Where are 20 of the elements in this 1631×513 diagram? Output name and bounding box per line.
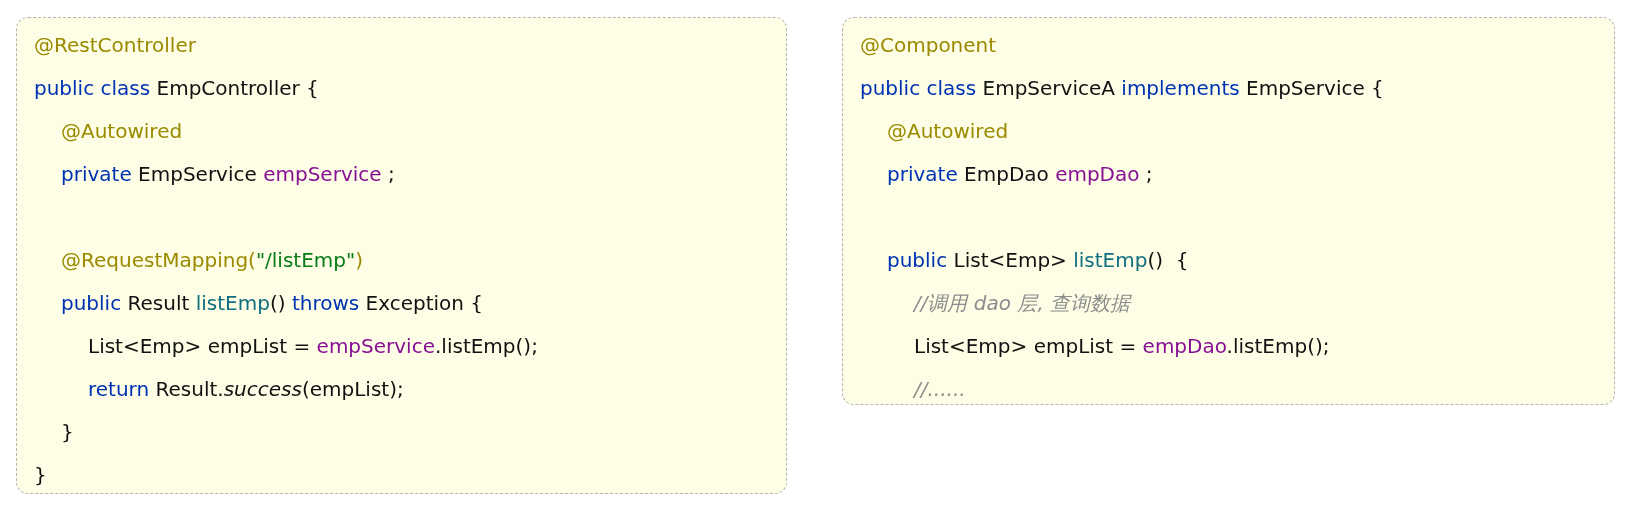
code-line: public List<Emp> listEmp() {: [887, 247, 1189, 273]
code-line: private EmpService empService ;: [61, 161, 395, 187]
code-line: //调用 dao 层, 查询数据: [914, 290, 1131, 316]
code-line: }: [61, 419, 74, 445]
code-card: [16, 17, 787, 494]
code-line: List<Emp> empList = empService.listEmp();: [88, 333, 538, 359]
code-line: public class EmpController {: [34, 75, 319, 101]
code-line: //......: [914, 376, 966, 402]
code-line: public Result listEmp() throws Exception {: [61, 290, 484, 316]
code-line: public class EmpServiceA implements EmpService {: [860, 75, 1384, 101]
code-line: @Autowired: [887, 118, 1009, 144]
code-line: @RequestMapping("/listEmp"): [61, 247, 363, 273]
code-line: @RestController: [34, 32, 196, 58]
code-line: @Component: [860, 32, 997, 58]
code-line: private EmpDao empDao ;: [887, 161, 1153, 187]
code-line: }: [34, 462, 47, 488]
code-line: @Autowired: [61, 118, 183, 144]
code-card: [842, 17, 1615, 405]
code-line: return Result.success(empList);: [88, 376, 404, 402]
code-line: List<Emp> empList = empDao.listEmp();: [914, 333, 1330, 359]
